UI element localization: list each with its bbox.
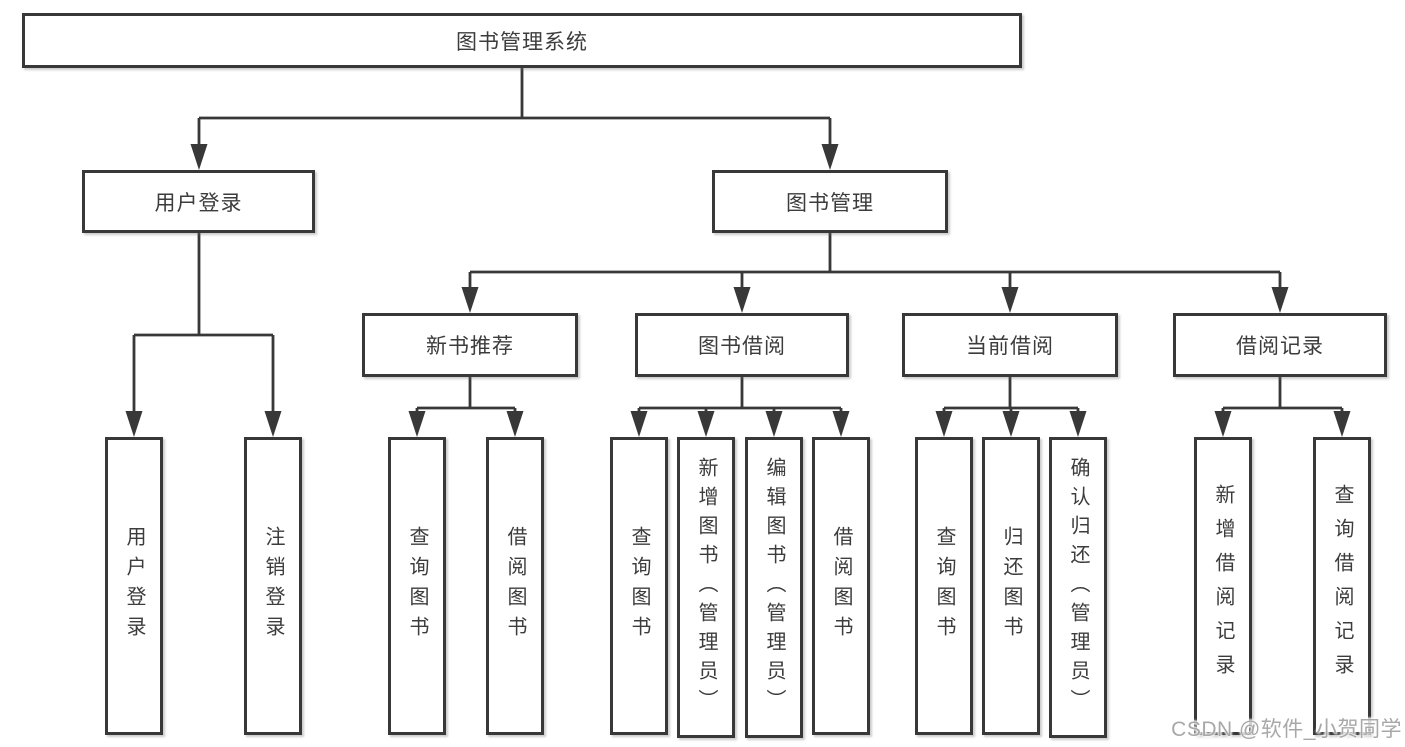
arrow-icon: [935, 411, 953, 437]
node-label: 归还图书: [1000, 526, 1022, 646]
node-borrowing-records: 借阅记录: [1173, 313, 1387, 377]
leaf-query-books-borrowing: 查询图书: [610, 437, 668, 735]
node-label: 注销登录: [262, 526, 284, 646]
node-label: 新书推荐: [426, 335, 514, 358]
arrowheads: [125, 144, 1351, 437]
arrow-icon: [506, 411, 524, 437]
arrow-icon: [832, 411, 850, 437]
leaf-logout: 注销登录: [244, 437, 302, 735]
leaf-confirm-return-admin: 确认归还（管理员）: [1049, 437, 1107, 738]
arrow-icon: [461, 287, 479, 313]
node-label: 新增借阅记录: [1212, 484, 1234, 688]
leaf-query-books-recommend: 查询图书: [388, 437, 446, 735]
arrow-icon: [697, 411, 715, 437]
arrow-icon: [765, 411, 783, 437]
node-label: 当前借阅: [966, 335, 1054, 358]
node-label: 借阅图书: [504, 526, 526, 646]
node-label: 借阅图书: [830, 526, 852, 646]
leaf-add-borrow-record: 新增借阅记录: [1194, 437, 1252, 735]
arrow-icon: [733, 287, 751, 313]
node-label: 用户登录: [123, 526, 145, 646]
leaf-query-borrow-record: 查询借阅记录: [1313, 437, 1371, 735]
node-label: 编辑图书（管理员）: [763, 457, 785, 718]
node-user-login-group: 用户登录: [82, 170, 315, 233]
node-label: 新增图书（管理员）: [695, 457, 717, 718]
node-label: 借阅记录: [1236, 335, 1324, 358]
leaf-borrow-books: 借阅图书: [812, 437, 870, 735]
arrow-icon: [1002, 411, 1020, 437]
arrow-icon: [190, 144, 208, 170]
node-label: 图书借阅: [698, 335, 786, 358]
node-label: 图书管理系统: [456, 30, 588, 54]
leaf-borrow-books-recommend: 借阅图书: [486, 437, 544, 735]
node-label: 查询图书: [628, 526, 650, 646]
leaf-query-books-current: 查询图书: [915, 437, 973, 735]
arrow-icon: [1333, 411, 1351, 437]
node-new-book-recommend: 新书推荐: [362, 313, 578, 377]
arrow-icon: [1001, 287, 1019, 313]
leaf-add-book-admin: 新增图书（管理员）: [677, 437, 735, 738]
leaf-edit-book-admin: 编辑图书（管理员）: [745, 437, 803, 738]
arrow-icon: [821, 144, 839, 170]
node-label: 图书管理: [786, 191, 874, 215]
arrow-icon: [1214, 411, 1232, 437]
node-label: 查询借阅记录: [1331, 484, 1353, 688]
csdn-watermark: CSDN @软件_小贺同学: [1171, 718, 1402, 741]
node-book-management-group: 图书管理: [712, 170, 948, 233]
node-label: 查询图书: [933, 526, 955, 646]
arrow-icon: [125, 411, 143, 437]
arrow-icon: [264, 411, 282, 437]
node-current-borrowing: 当前借阅: [902, 313, 1118, 377]
arrow-icon: [630, 411, 648, 437]
leaf-return-book: 归还图书: [982, 437, 1040, 735]
node-library-management-system: 图书管理系统: [22, 13, 1022, 68]
arrow-icon: [408, 411, 426, 437]
node-label: 查询图书: [406, 526, 428, 646]
node-label: 确认归还（管理员）: [1067, 457, 1089, 718]
leaf-user-login: 用户登录: [105, 437, 163, 735]
node-label: 用户登录: [154, 191, 243, 215]
node-book-borrowing: 图书借阅: [635, 313, 849, 377]
arrow-icon: [1271, 287, 1289, 313]
arrow-icon: [1069, 411, 1087, 437]
